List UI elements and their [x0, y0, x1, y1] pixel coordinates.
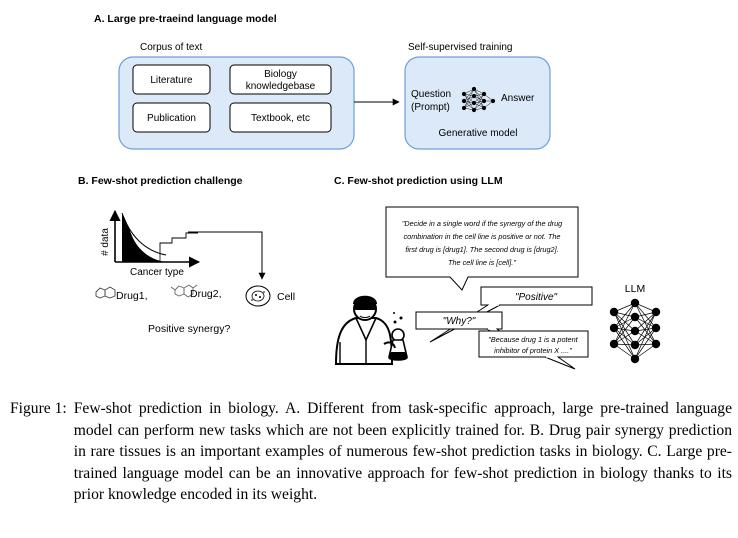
cell-icon: [245, 285, 271, 307]
prompt-line-1: "Decide in a single word if the synergy …: [402, 219, 562, 228]
generative-model-panel: [404, 56, 551, 150]
network-edge: [634, 302, 657, 329]
caption-text: Few-shot prediction in biology. A. Diffe…: [73, 400, 732, 503]
panel-a-heading: A. Large pre-traeind language model: [94, 13, 277, 25]
model-label: Generative model: [439, 128, 518, 139]
small-neural-network-icon: [461, 86, 496, 113]
figure-caption: Figure 1: Few-shot prediction in biology…: [10, 398, 732, 506]
network-edge: [473, 93, 485, 104]
network-edge: [613, 311, 636, 360]
network-edge: [634, 327, 657, 346]
network-node: [630, 354, 640, 364]
network-edge: [613, 327, 636, 360]
network-edge: [613, 343, 636, 360]
llm-label: LLM: [625, 283, 645, 295]
network-node: [630, 312, 640, 322]
network-edge: [613, 302, 636, 329]
network-edge: [634, 316, 657, 345]
network-node: [461, 98, 467, 104]
answer-label: Answer: [501, 93, 535, 104]
corpus-label: Corpus of text: [140, 42, 202, 53]
network-node: [471, 107, 477, 113]
prompt-line-3: first drug is [drug1]. The second drug i…: [405, 245, 558, 254]
llm-neural-network-icon: [609, 298, 661, 364]
network-node: [461, 105, 467, 111]
chart-xlabel: Cancer type: [130, 267, 184, 278]
network-edge: [473, 93, 485, 111]
prompt-label: (Prompt): [411, 102, 450, 113]
network-edge: [634, 302, 657, 345]
textbook-label: Textbook, etc: [251, 113, 310, 124]
reason-line-1: "Because drug 1 is a potent: [488, 335, 578, 344]
drug2-label: Drug2,: [190, 288, 222, 300]
prompt-speech-bubble: [385, 206, 579, 291]
chart-ylabel: # data: [100, 228, 111, 256]
caption-label: Figure 1:: [10, 400, 67, 417]
question-label: Question: [411, 89, 451, 100]
network-node: [609, 323, 619, 333]
network-node: [651, 307, 661, 317]
positive-synergy-question: Positive synergy?: [148, 323, 230, 335]
network-edge: [634, 311, 657, 360]
drug1-molecule-icon: [95, 286, 116, 299]
reason-speech-bubble: [478, 330, 589, 370]
literature-label: Literature: [150, 75, 193, 86]
query-arrow: [188, 231, 266, 280]
biology-knowledgebase-box: [229, 64, 332, 95]
publication-label: Publication: [147, 113, 196, 124]
network-node: [651, 323, 661, 333]
network-node: [471, 93, 477, 99]
network-node: [471, 86, 477, 92]
network-edge: [473, 100, 485, 111]
network-node: [630, 326, 640, 336]
cell-label: Cell: [277, 291, 295, 303]
why-question: "Why?": [443, 316, 476, 327]
network-node: [490, 98, 496, 104]
network-edge: [613, 302, 636, 345]
network-edge: [634, 311, 657, 346]
network-edge: [463, 88, 475, 109]
drug2-molecule-icon: [170, 284, 198, 298]
network-node: [481, 91, 487, 97]
positive-answer: "Positive": [515, 292, 558, 303]
figure-diagram: A. Large pre-traeind language model Corp…: [78, 13, 661, 370]
prompt-line-4: The cell line is [cell].": [448, 258, 516, 267]
training-label: Self-supervised training: [408, 42, 513, 53]
network-edge: [634, 343, 657, 360]
network-edge: [613, 327, 636, 346]
publication-box: [132, 102, 211, 133]
network-node: [609, 307, 619, 317]
network-edge: [613, 311, 636, 332]
network-node: [609, 339, 619, 349]
textbook-box: [229, 102, 332, 133]
literature-box: [132, 64, 211, 95]
reason-line-2: inhibitor of protein X ....": [494, 346, 572, 355]
network-edge: [634, 311, 657, 332]
network-node: [461, 91, 467, 97]
prompt-line-2: combination in the cell line is positive…: [404, 232, 561, 241]
biology-label: Biology: [264, 69, 297, 80]
knowledgebase-label: knowledgebase: [246, 81, 316, 92]
network-node: [630, 298, 640, 308]
drug1-label: Drug1,: [116, 290, 148, 302]
network-node: [630, 340, 640, 350]
network-node: [651, 339, 661, 349]
long-tail-chart-icon: [109, 209, 201, 268]
network-node: [481, 105, 487, 111]
network-edge: [463, 88, 475, 102]
network-edge: [613, 311, 636, 346]
network-node: [471, 100, 477, 106]
network-edge: [634, 327, 657, 360]
scientist-icon: [334, 295, 408, 365]
network-node: [481, 98, 487, 104]
network-edge: [613, 316, 636, 345]
panel-c-heading: C. Few-shot prediction using LLM: [334, 175, 503, 187]
network-edge: [463, 95, 475, 109]
panel-b-heading: B. Few-shot prediction challenge: [78, 175, 243, 187]
